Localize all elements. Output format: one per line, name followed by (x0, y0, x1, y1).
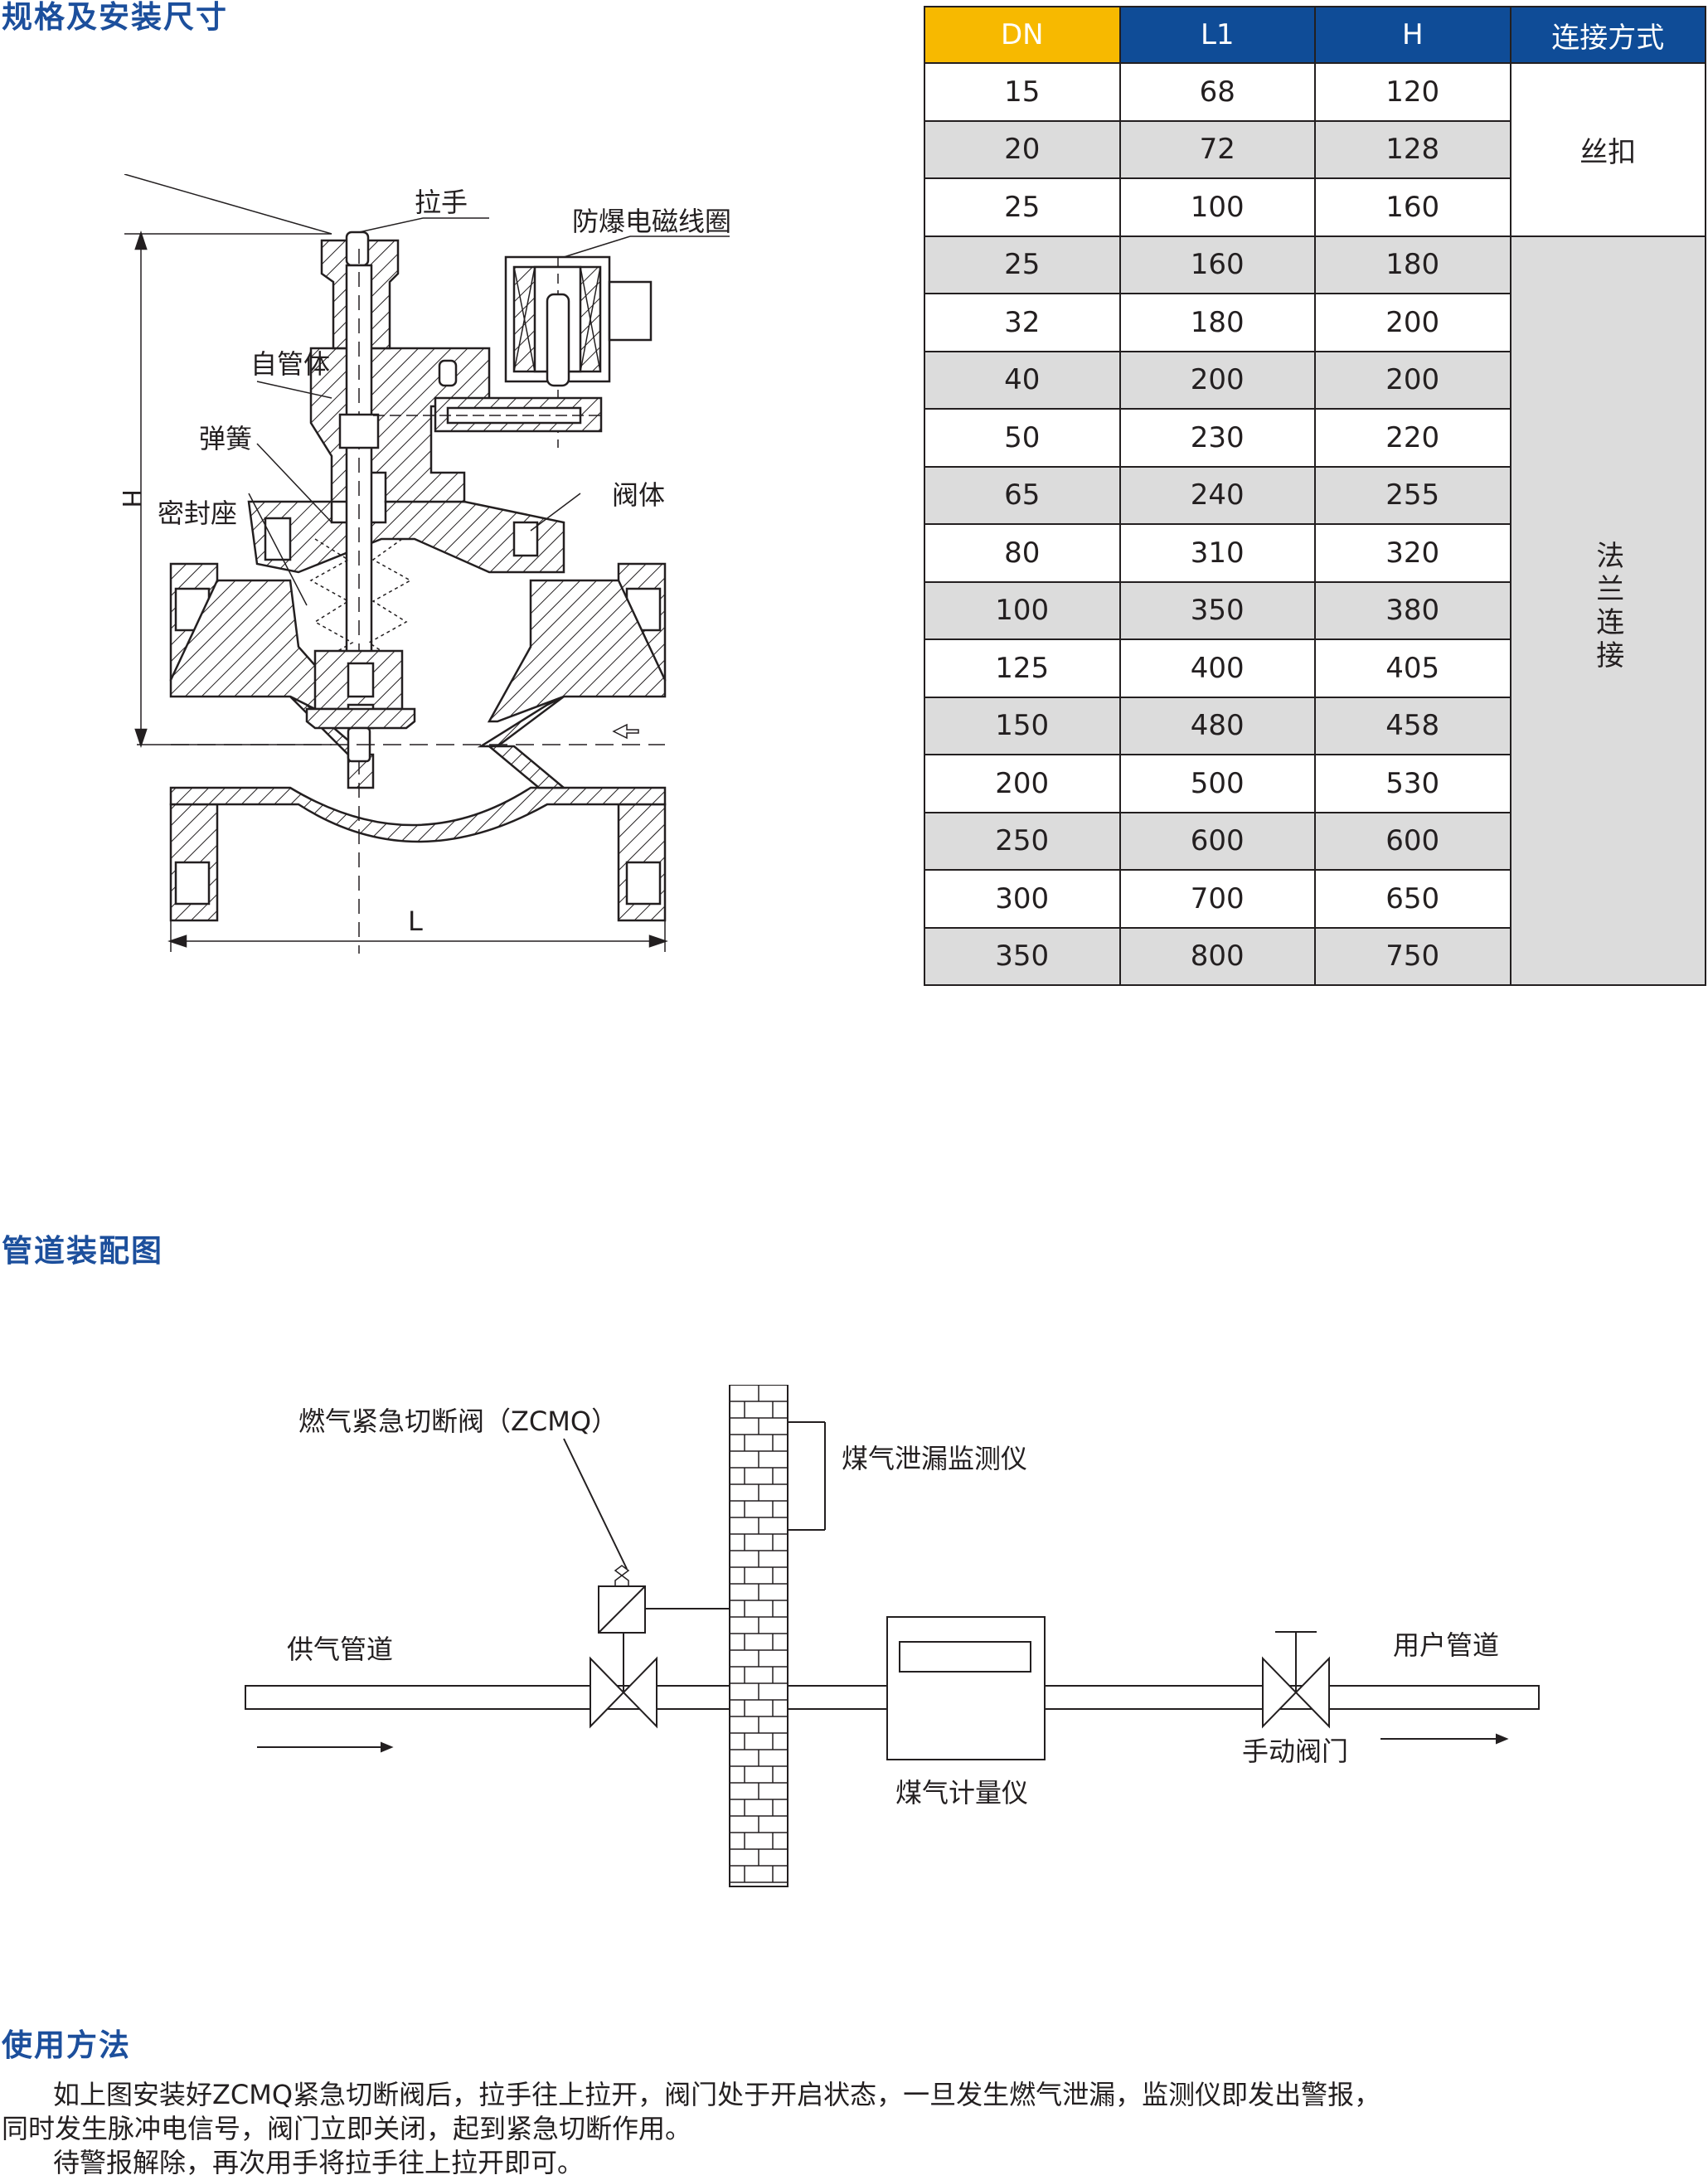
cell-l1: 500 (1118, 754, 1316, 813)
table-row: 125 400 405 (924, 638, 1706, 698)
usage-line-3: 待警报解除，再次用手将拉手往上拉开即可。 (53, 2147, 585, 2178)
label-manual-valve: 手动阀门 (1242, 1736, 1348, 1767)
cell-h: 255 (1314, 465, 1511, 525)
cell-l1: 350 (1118, 580, 1316, 640)
cell-h: 200 (1314, 293, 1511, 352)
cell-h: 200 (1314, 350, 1511, 410)
cell-h: 458 (1314, 696, 1511, 755)
cell-h: 650 (1314, 869, 1511, 929)
cell-h: 160 (1314, 177, 1511, 237)
table-row: 80 310 320 (924, 523, 1706, 583)
table-row: 150 480 458 (924, 696, 1706, 755)
cell-l1: 240 (1118, 465, 1316, 525)
table-row: 200 500 530 (924, 754, 1706, 813)
label-user-pipe: 用户管道 (1393, 1629, 1499, 1661)
cell-dn: 125 (924, 638, 1121, 698)
table-row: 20 72 128 (924, 119, 1706, 179)
cell-h: 120 (1314, 62, 1511, 122)
dimension-l-label: L (408, 906, 423, 937)
cell-l1: 100 (1118, 177, 1316, 237)
table-header-row: DN L1 H 连接方式 (924, 6, 1706, 64)
table-row: 300 700 650 (924, 869, 1706, 929)
label-self-pipe-body: 自管体 (250, 348, 330, 380)
cell-dn: 200 (924, 754, 1121, 813)
usage-line-2: 同时发生脉冲电信号，阀门立即关闭，起到紧急切断作用。 (2, 2113, 692, 2144)
cell-l1: 800 (1118, 926, 1316, 986)
cell-l1: 160 (1118, 235, 1316, 294)
label-explosion-proof-coil: 防爆电磁线圈 (572, 206, 731, 237)
connection-flanged-text: 法兰连接 (1590, 540, 1624, 673)
cell-l1: 700 (1118, 869, 1316, 929)
cell-dn: 150 (924, 696, 1121, 755)
cell-dn: 15 (924, 62, 1121, 122)
cell-dn: 32 (924, 293, 1121, 352)
label-shutoff-valve: 燃气紧急切断阀（ZCMQ） (298, 1406, 618, 1437)
cell-dn: 40 (924, 350, 1121, 410)
label-valve-body: 阀体 (612, 479, 665, 511)
header-dn: DN (924, 6, 1121, 64)
cell-h: 750 (1314, 926, 1511, 986)
cell-h: 320 (1314, 523, 1511, 583)
cell-l1: 400 (1118, 638, 1316, 698)
header-h: H (1314, 6, 1511, 64)
spec-table: DN L1 H 连接方式 15 68 120 丝扣 20 72 128 25 1… (924, 6, 1706, 986)
cell-dn: 250 (924, 811, 1121, 871)
cell-h: 220 (1314, 408, 1511, 468)
cell-dn: 50 (924, 408, 1121, 468)
cell-l1: 310 (1118, 523, 1316, 583)
pipe-assembly-diagram: 燃气紧急切断阀（ZCMQ） 煤气泄漏监测仪 供气管道 用户管道 煤气计量仪 手动… (245, 1385, 1540, 1887)
cell-dn: 300 (924, 869, 1121, 929)
table-row: 100 350 380 (924, 580, 1706, 640)
table-row: 25 100 160 (924, 177, 1706, 237)
cell-l1: 200 (1118, 350, 1316, 410)
cell-dn: 350 (924, 926, 1121, 986)
section-title-pipe-assembly: 管道装配图 (2, 1233, 163, 1269)
label-gas-meter: 煤气计量仪 (895, 1777, 1028, 1809)
label-spring: 弹簧 (199, 423, 252, 454)
table-row: 25 160 180 法兰连接 (924, 235, 1706, 986)
cell-h: 380 (1314, 580, 1511, 640)
cell-h: 180 (1314, 235, 1511, 294)
dimension-h-label: H (116, 489, 145, 508)
label-leak-detector: 煤气泄漏监测仪 (842, 1443, 1027, 1474)
cell-h: 530 (1314, 754, 1511, 813)
header-connection: 连接方式 (1509, 6, 1706, 64)
section-title-specs: 规格及安装尺寸 (2, 0, 228, 35)
cell-l1: 230 (1118, 408, 1316, 468)
cell-h: 600 (1314, 811, 1511, 871)
cell-connection-threaded: 丝扣 (1509, 62, 1706, 237)
section-title-usage: 使用方法 (2, 2027, 131, 2063)
table-row: 40 200 200 (924, 350, 1706, 410)
cell-h: 405 (1314, 638, 1511, 698)
table-row: 250 600 600 (924, 811, 1706, 871)
label-handle: 拉手 (415, 187, 468, 218)
cell-l1: 68 (1118, 62, 1316, 122)
usage-line-1: 如上图安装好ZCMQ紧急切断阀后，拉手往上拉开，阀门处于开启状态，一旦发生燃气泄… (53, 2079, 1381, 2110)
cell-l1: 480 (1118, 696, 1316, 755)
cell-connection-flanged: 法兰连接 (1509, 235, 1706, 986)
valve-section-drawing: 拉手 防爆电磁线圈 自管体 弹簧 密封座 阀体 H L (116, 174, 731, 954)
table-row: 32 180 200 (924, 293, 1706, 352)
cell-h: 128 (1314, 119, 1511, 179)
cell-dn: 25 (924, 177, 1121, 237)
table-row: 65 240 255 (924, 465, 1706, 525)
cell-dn: 100 (924, 580, 1121, 640)
usage-text: 如上图安装好ZCMQ紧急切断阀后，拉手往上拉开，阀门处于开启状态，一旦发生燃气泄… (2, 2078, 1701, 2180)
cell-dn: 25 (924, 235, 1121, 294)
cell-dn: 65 (924, 465, 1121, 525)
table-row: 50 230 220 (924, 408, 1706, 468)
cell-l1: 180 (1118, 293, 1316, 352)
cell-dn: 20 (924, 119, 1121, 179)
header-l1: L1 (1118, 6, 1316, 64)
label-seal-seat: 密封座 (158, 498, 237, 529)
table-row: 350 800 750 (924, 926, 1706, 986)
cell-dn: 80 (924, 523, 1121, 583)
table-row: 15 68 120 丝扣 (924, 62, 1706, 237)
label-supply-pipe: 供气管道 (287, 1634, 393, 1665)
cell-l1: 600 (1118, 811, 1316, 871)
cell-l1: 72 (1118, 119, 1316, 179)
